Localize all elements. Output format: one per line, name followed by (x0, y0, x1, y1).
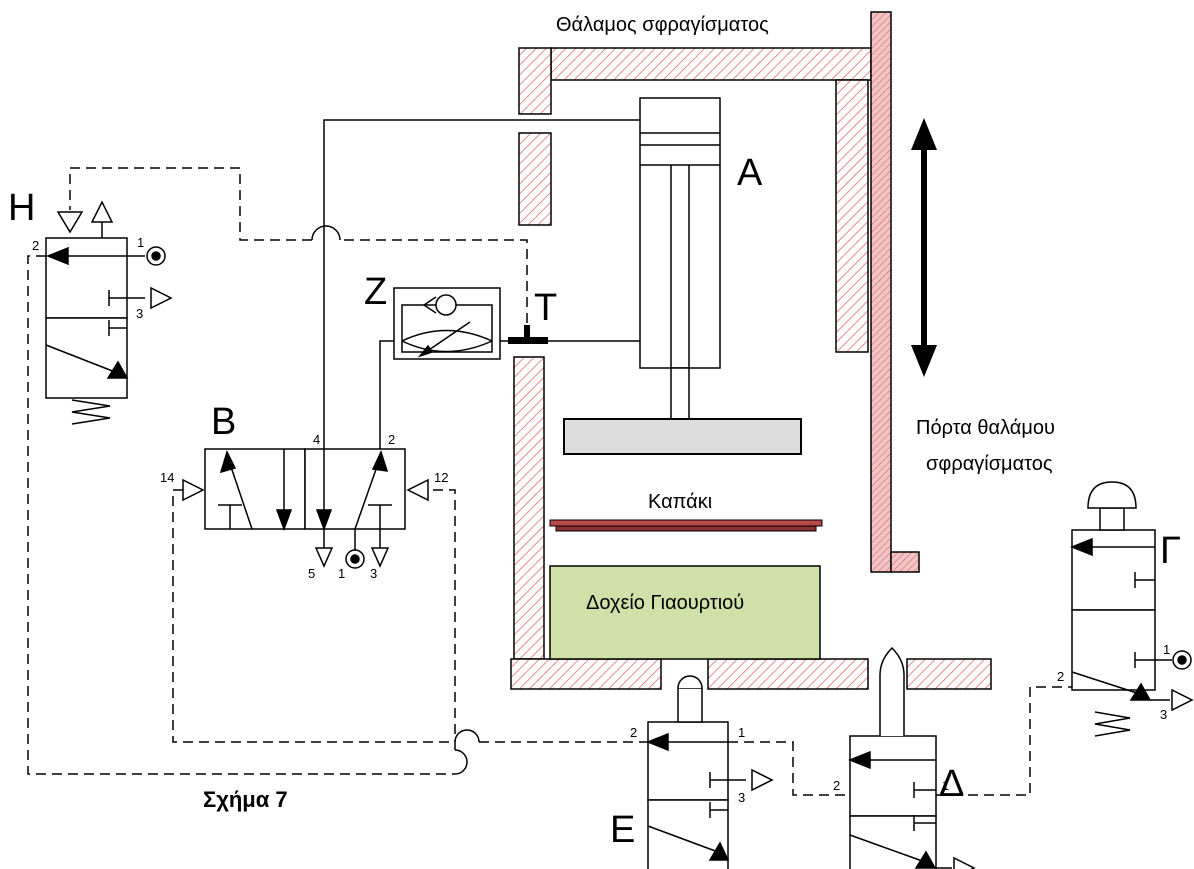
flow-control-z (393, 287, 501, 360)
port-g-2: 2 (1057, 669, 1064, 684)
pilot-lines (27, 167, 1072, 796)
chamber-label: Θάλαμος σφραγίσματος (556, 14, 769, 36)
port-numbers: 2 1 3 4 2 14 12 5 1 3 2 1 3 2 1 3 2 1 3 (32, 235, 1170, 805)
chamber-door (870, 11, 920, 573)
port-b-4: 4 (313, 432, 320, 447)
port-h-3: 3 (136, 306, 143, 321)
label-valve-d: Δ (939, 763, 964, 805)
valve-b (182, 433, 429, 569)
port-g-1: 1 (1163, 642, 1170, 657)
door-label-line1: Πόρτα θαλάμου (916, 417, 1055, 439)
port-b-14: 14 (160, 470, 174, 485)
valve-h (45, 200, 173, 425)
tee-t (508, 325, 548, 344)
label-valve-h: H (8, 187, 35, 229)
cylinder-a (639, 97, 721, 420)
label-valve-b: B (211, 401, 236, 443)
valve-g (1069, 481, 1194, 737)
lid-label: Καπάκι (648, 491, 712, 513)
port-h-2: 2 (32, 238, 39, 253)
port-e-1: 1 (738, 725, 745, 740)
port-b-2: 2 (388, 432, 395, 447)
port-d-1: 1 (942, 778, 949, 793)
valve-e (645, 675, 774, 869)
port-d-2: 2 (833, 778, 840, 793)
port-g-3: 3 (1160, 707, 1167, 722)
valve-d (847, 646, 976, 869)
yogurt-container (549, 565, 821, 660)
press-platen (563, 418, 802, 455)
label-flow-control-z: Z (364, 271, 387, 313)
port-b-1: 1 (338, 566, 345, 581)
label-valve-g: Γ (1160, 530, 1181, 572)
figure-caption: Σχήμα 7 (203, 787, 288, 812)
port-e-2: 2 (630, 725, 637, 740)
chamber-walls (510, 47, 992, 690)
port-b-3: 3 (370, 566, 377, 581)
lid (549, 519, 823, 532)
port-e-3: 3 (738, 790, 745, 805)
door-motion-arrow (911, 118, 937, 377)
port-h-1: 1 (137, 235, 144, 250)
door-label-line2: σφραγίσματος (926, 453, 1053, 475)
port-b-12: 12 (434, 470, 448, 485)
container-label: Δοχείο Γιαουρτιού (586, 592, 744, 614)
port-b-5: 5 (308, 566, 315, 581)
label-cylinder-a: A (737, 152, 763, 194)
label-valve-e: E (610, 809, 635, 851)
label-tee-t: T (534, 287, 557, 329)
